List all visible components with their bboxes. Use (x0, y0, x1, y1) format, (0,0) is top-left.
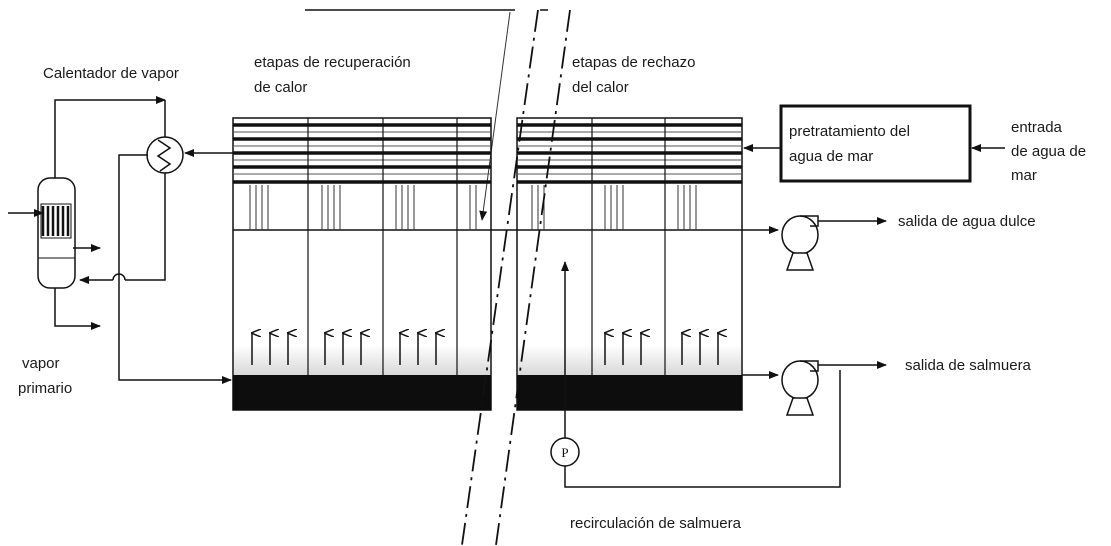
condensate-drips (249, 185, 697, 230)
tube-bundle-thin (233, 131, 742, 175)
condensate-return (125, 173, 166, 281)
brine-outlet (742, 360, 887, 416)
fresh-water-outlet (742, 215, 887, 271)
brine-pool (233, 375, 742, 410)
froth-zone-left (234, 345, 490, 375)
brine-heater (146, 136, 184, 174)
pump-p-label: P (561, 445, 568, 460)
brine-pump-icon (781, 360, 819, 416)
pretreatment-box (779, 104, 972, 183)
label-salida-salmuera: salida de salmuera (905, 357, 1032, 374)
pretreatment-label-1: pretratamiento del (789, 123, 910, 140)
primary-steam-outlet (54, 288, 101, 330)
pretreatment-label-2: agua de mar (789, 148, 873, 165)
recirculation-pump: P (550, 370, 841, 488)
recovery-section (232, 117, 492, 411)
rejection-section (516, 117, 743, 411)
break-lines (461, 9, 571, 546)
stage-dividers (307, 118, 666, 375)
tube-bundle (233, 123, 742, 184)
froth-zone-right (518, 345, 741, 375)
brine-to-heater (118, 154, 232, 384)
steam-generator (37, 177, 76, 289)
label-recuperacion-1: etapas de recuperación (254, 54, 411, 71)
recovery-stage-pointer (479, 11, 511, 221)
label-rechazo-1: etapas de rechazo (572, 54, 695, 71)
label-vapor-1: vapor (22, 355, 60, 372)
fresh-water-pump-icon (781, 215, 819, 271)
vapor-rise-arrows (252, 333, 718, 365)
label-entrada-3: mar (1011, 167, 1037, 184)
label-vapor-2: primario (18, 380, 72, 397)
label-entrada-1: entrada (1011, 119, 1063, 136)
label-recuperacion-2: de calor (254, 79, 307, 96)
steam-supply-line (54, 96, 166, 178)
label-salida-dulce: salida de agua dulce (898, 213, 1036, 230)
label-rechazo-2: del calor (572, 79, 629, 96)
label-recirculacion: recirculación de salmuera (570, 515, 742, 532)
label-entrada-2: de agua de (1011, 143, 1086, 160)
label-calentador: Calentador de vapor (43, 65, 179, 82)
